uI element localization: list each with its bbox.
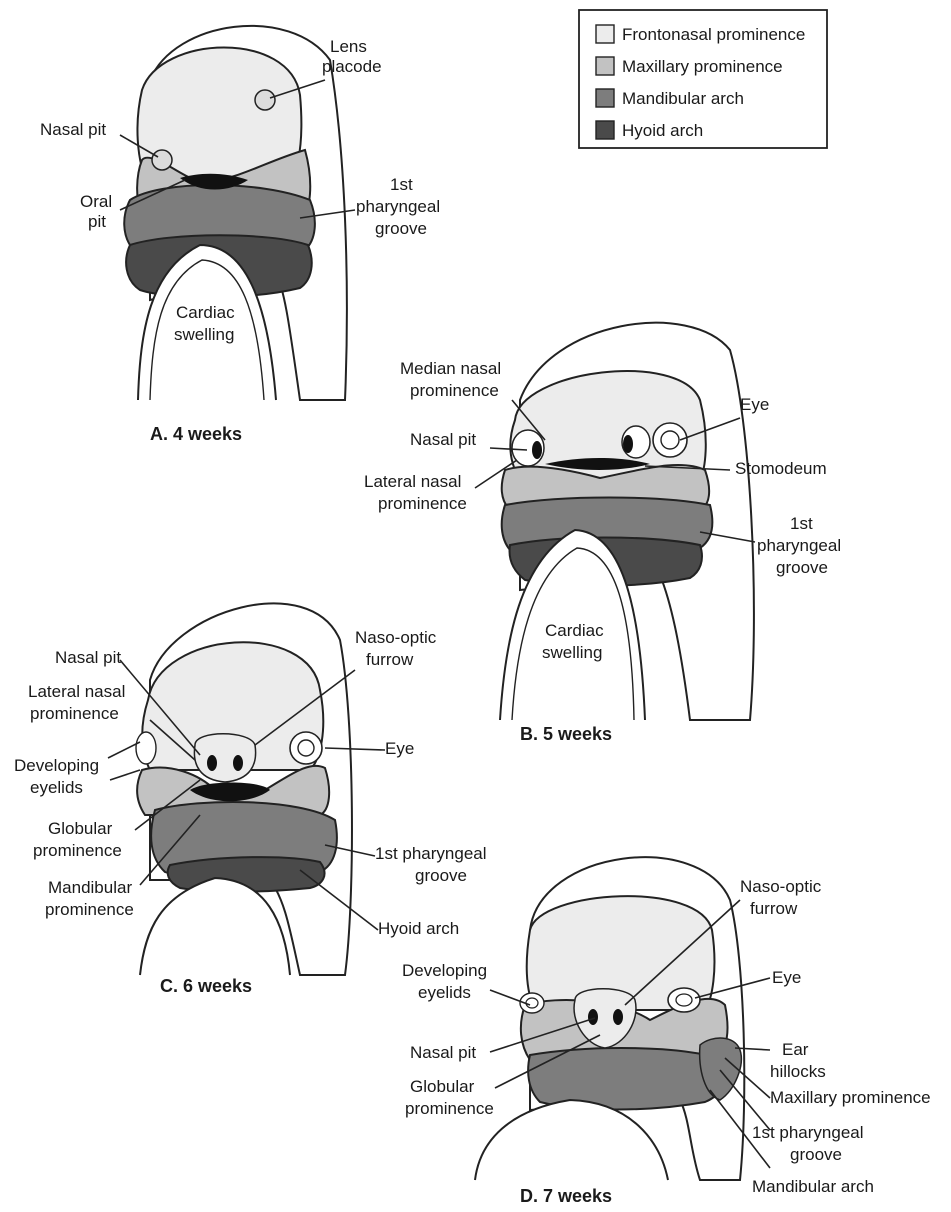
legend: Frontonasal prominence Maxillary promine…	[579, 10, 827, 148]
panel-d-label-maxillary: Maxillary prominence	[770, 1088, 931, 1107]
panel-c-label-mandibular-2: prominence	[45, 900, 134, 919]
legend-label-mandibular: Mandibular arch	[622, 89, 744, 108]
panel-d-label-naso-1: Naso-optic	[740, 877, 822, 896]
panel-a-label-nasal-pit: Nasal pit	[40, 120, 106, 139]
panel-c-neck	[140, 878, 290, 975]
panel-b-label-lateral-1: Lateral nasal	[364, 472, 461, 491]
panel-c-label-groove-1: 1st pharyngeal	[375, 844, 487, 863]
panel-d-neck	[475, 1100, 668, 1180]
panel-c-label-mandibular-1: Mandibular	[48, 878, 132, 897]
panel-c-label-hyoid: Hyoid arch	[378, 919, 459, 938]
panel-a-label-groove-3: groove	[375, 219, 427, 238]
panel-d-caption: D. 7 weeks	[520, 1186, 612, 1206]
legend-swatch-maxillary	[596, 57, 614, 75]
panel-b-nasal-pit-left	[532, 441, 542, 459]
panel-b-label-nasal-pit: Nasal pit	[410, 430, 476, 449]
panel-c-nasal-pit-right	[233, 755, 243, 771]
panel-c-caption: C. 6 weeks	[160, 976, 252, 996]
legend-label-hyoid: Hyoid arch	[622, 121, 703, 140]
legend-swatch-frontonasal	[596, 25, 614, 43]
panel-d-label-mandibular: Mandibular arch	[752, 1177, 874, 1196]
panel-a-label-lens-2: placode	[322, 57, 382, 76]
panel-c-6-weeks: Nasal pit Naso-optic furrow Lateral nasa…	[14, 603, 487, 996]
panel-c-label-nasal-pit: Nasal pit	[55, 648, 121, 667]
panel-d-nasal-pit-left	[588, 1009, 598, 1025]
panel-c-label-globular-2: prominence	[33, 841, 122, 860]
panel-c-label-lateral-2: prominence	[30, 704, 119, 723]
panel-b-label-groove-2: pharyngeal	[757, 536, 841, 555]
panel-b-label-median-2: prominence	[410, 381, 499, 400]
panel-a-label-groove-2: pharyngeal	[356, 197, 440, 216]
legend-label-maxillary: Maxillary prominence	[622, 57, 783, 76]
panel-a-label-cardiac-1: Cardiac	[176, 303, 235, 322]
panel-d-label-eyelids-2: eyelids	[418, 983, 471, 1002]
panel-c-label-globular-1: Globular	[48, 819, 113, 838]
panel-a-label-groove-1: 1st	[390, 175, 413, 194]
panel-d-label-ear-2: hillocks	[770, 1062, 826, 1081]
panel-b-label-stomodeum: Stomodeum	[735, 459, 827, 478]
panel-c-label-eyelids-2: eyelids	[30, 778, 83, 797]
legend-swatch-mandibular	[596, 89, 614, 107]
panel-c-label-naso-2: furrow	[366, 650, 414, 669]
panel-d-label-globular-2: prominence	[405, 1099, 494, 1118]
panel-d-label-nasal-pit: Nasal pit	[410, 1043, 476, 1062]
panel-c-label-eye: Eye	[385, 739, 414, 758]
panel-c-nasal-area	[194, 734, 255, 782]
panel-a-nasal-pit	[152, 150, 172, 170]
panel-b-nasal-pit-right	[623, 435, 633, 453]
panel-c-left-eye	[136, 732, 156, 764]
legend-swatch-hyoid	[596, 121, 614, 139]
panel-d-mandibular	[528, 1048, 726, 1109]
panel-b-caption: B. 5 weeks	[520, 724, 612, 744]
panel-a-lens-placode	[255, 90, 275, 110]
panel-b-label-median-1: Median nasal	[400, 359, 501, 378]
panel-d-label-globular-1: Globular	[410, 1077, 475, 1096]
panel-c-label-eyelids-1: Developing	[14, 756, 99, 775]
panel-b-label-lateral-2: prominence	[378, 494, 467, 513]
panel-b-label-eye: Eye	[740, 395, 769, 414]
panel-d-label-groove-2: groove	[790, 1145, 842, 1164]
panel-d-label-groove-1: 1st pharyngeal	[752, 1123, 864, 1142]
panel-c-label-lateral-1: Lateral nasal	[28, 682, 125, 701]
panel-d-label-ear-1: Ear	[782, 1040, 809, 1059]
panel-b-label-groove-1: 1st	[790, 514, 813, 533]
panel-d-label-naso-2: furrow	[750, 899, 798, 918]
panel-a-label-lens-1: Lens	[330, 37, 367, 56]
panel-d-nasal-pit-right	[613, 1009, 623, 1025]
legend-label-frontonasal: Frontonasal prominence	[622, 25, 805, 44]
panel-a-label-cardiac-2: swelling	[174, 325, 234, 344]
panel-a-label-oral-2: pit	[88, 212, 106, 231]
panel-c-nasal-pit-left	[207, 755, 217, 771]
panel-d-7-weeks: Naso-optic furrow Developing eyelids Eye…	[402, 857, 931, 1206]
panel-b-5-weeks: Median nasal prominence Nasal pit Latera…	[364, 323, 841, 744]
panel-c-label-groove-2: groove	[415, 866, 467, 885]
panel-a-4-weeks: Lens placode Nasal pit Oral pit 1st phar…	[40, 26, 440, 444]
panel-c-label-naso-1: Naso-optic	[355, 628, 437, 647]
panel-b-label-cardiac-1: Cardiac	[545, 621, 604, 640]
panel-a-caption: A. 4 weeks	[150, 424, 242, 444]
panel-d-label-eyelids-1: Developing	[402, 961, 487, 980]
panel-a-label-oral-1: Oral	[80, 192, 112, 211]
panel-b-label-groove-3: groove	[776, 558, 828, 577]
panel-d-label-eye: Eye	[772, 968, 801, 987]
panel-b-label-cardiac-2: swelling	[542, 643, 602, 662]
